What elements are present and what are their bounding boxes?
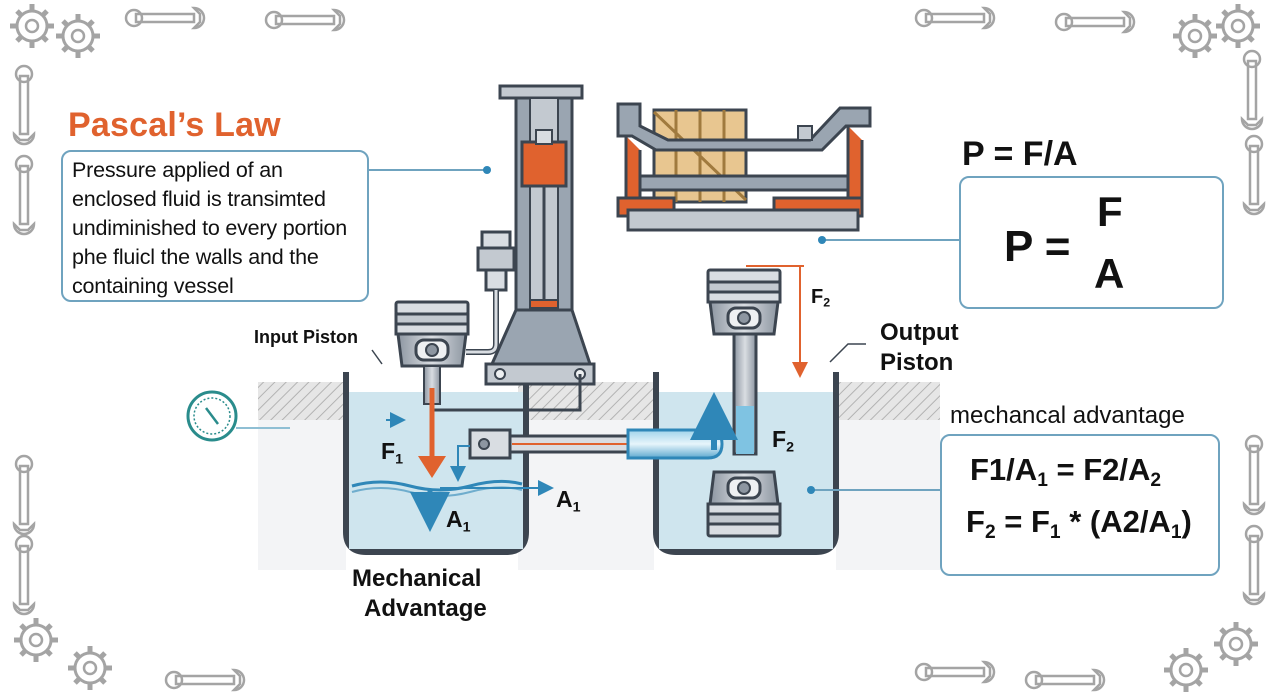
f2-inside-symbol: F2 bbox=[772, 426, 794, 456]
formula-numerator: F bbox=[1097, 188, 1123, 235]
advantage-equation-2: F2 = F1 * (A2/A1) bbox=[966, 504, 1192, 543]
ground-hatch-left bbox=[258, 382, 346, 420]
ground-hatch-right bbox=[836, 382, 940, 420]
callout-connectors bbox=[369, 166, 959, 494]
description-line: Pressure applied of an bbox=[72, 158, 283, 182]
description-line: containing vessel bbox=[72, 274, 234, 298]
output-piston-label-line1: Output bbox=[880, 319, 959, 346]
formula-lhs: P = bbox=[1004, 222, 1071, 271]
force-arrows bbox=[386, 265, 808, 532]
formula-heading: P = F/A bbox=[962, 135, 1078, 173]
output-piston-label-line2: Piston bbox=[880, 349, 954, 376]
formula-box bbox=[959, 176, 1224, 309]
advantage-equation-1: F1/A1 = F2/A2 bbox=[970, 452, 1162, 491]
input-piston-label: Input Piston bbox=[254, 327, 358, 347]
f1-symbol: F1 bbox=[381, 438, 403, 468]
advantage-box bbox=[940, 434, 1220, 576]
description-box bbox=[61, 150, 369, 302]
mechanical-advantage-label-line1: Mechanical bbox=[352, 565, 482, 592]
page-title: Pascal’s Law bbox=[68, 106, 281, 144]
ground-hatch-middle bbox=[518, 382, 654, 420]
f2-top-symbol: F2 bbox=[811, 286, 831, 310]
lift-platform bbox=[616, 102, 872, 232]
description-line: phe fluicl the walls and the bbox=[72, 245, 319, 269]
description-text: Pressure applied of an enclosed fluid is… bbox=[72, 156, 372, 301]
a1-right-symbol: A1 bbox=[556, 486, 581, 516]
advantage-heading: mechancal advantage bbox=[950, 402, 1185, 429]
jack-frame bbox=[430, 84, 596, 412]
mechanical-advantage-label-line2: Advantage bbox=[364, 595, 487, 622]
formula-denominator: A bbox=[1094, 250, 1125, 297]
description-line: undiminished to every portion bbox=[72, 216, 348, 240]
pump-valve bbox=[466, 230, 516, 355]
pressure-gauge bbox=[186, 390, 290, 442]
a1-symbol: A1 bbox=[446, 506, 471, 536]
description-line: enclosed fluid is transimted bbox=[72, 187, 326, 211]
